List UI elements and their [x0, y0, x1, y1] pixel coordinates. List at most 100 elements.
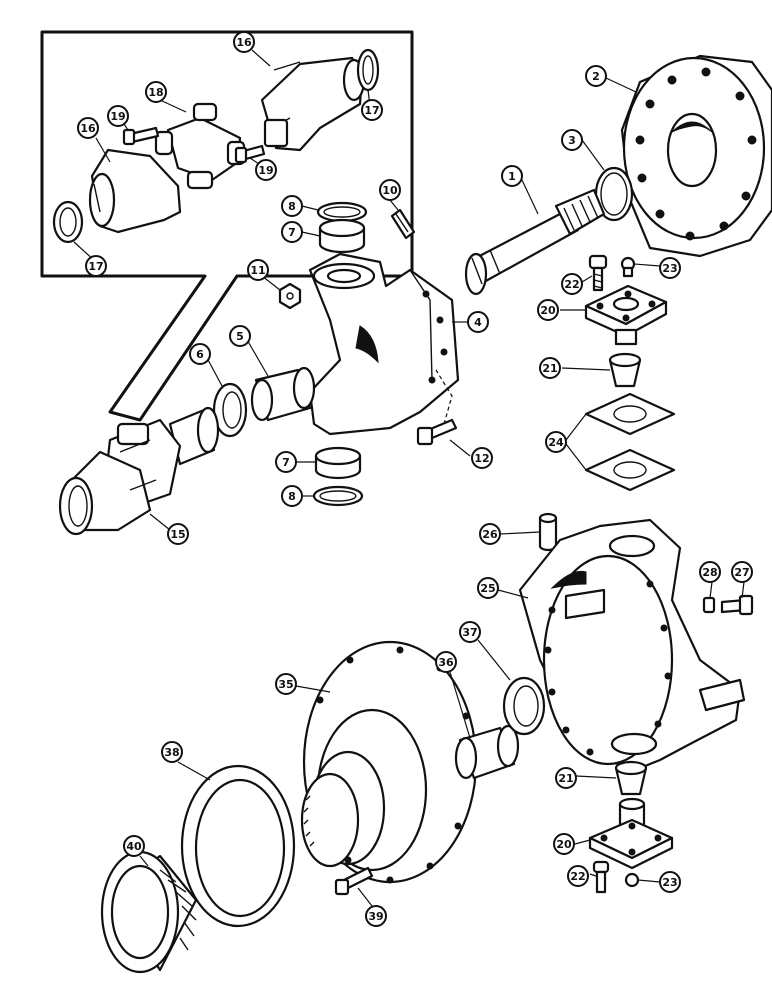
- callout-23-lower: 23: [659, 871, 681, 893]
- callout-1: 1: [501, 165, 523, 187]
- callout-11: 11: [247, 259, 269, 281]
- part-28-pin: [702, 596, 716, 614]
- callout-22-lower: 22: [567, 865, 589, 887]
- svg-text:17: 17: [364, 104, 379, 117]
- callout-10: 10: [379, 179, 401, 201]
- part-17-ring-upper: [356, 48, 380, 92]
- part-23-grease-fitting-upper: [620, 256, 636, 278]
- svg-text:39: 39: [368, 910, 383, 923]
- callout-2: 2: [585, 65, 607, 87]
- part-11-nut: [278, 282, 302, 310]
- part-24-shims: [584, 392, 676, 492]
- callout-15: 15: [167, 523, 189, 545]
- svg-text:35: 35: [278, 678, 293, 691]
- svg-text:40: 40: [126, 840, 142, 853]
- part-22-screw-lower: [592, 860, 610, 894]
- part-20-bearing-cap-lower: [588, 797, 674, 870]
- part-12-bolt: [416, 369, 458, 446]
- callout-19-left: 19: [107, 105, 129, 127]
- part-19-bolt-right: [234, 144, 266, 164]
- callout-21-lower: 21: [555, 767, 577, 789]
- callout-20-lower: 20: [553, 833, 575, 855]
- callout-22-upper: 22: [561, 273, 583, 295]
- svg-text:8: 8: [288, 200, 296, 213]
- callout-3: 3: [561, 129, 583, 151]
- part-5-bushing: [250, 366, 316, 422]
- part-40-tapered-bearing-cone: [100, 850, 198, 974]
- svg-text:36: 36: [438, 656, 454, 669]
- svg-text:8: 8: [288, 490, 296, 503]
- svg-text:4: 4: [474, 316, 482, 329]
- svg-text:22: 22: [564, 278, 579, 291]
- callouts: 1 2 3 4 5 6 7 7 8 8 10 11 12 15 16 16 17…: [77, 31, 753, 927]
- callout-7-lower: 7: [275, 451, 297, 473]
- part-23-grease-fitting-lower: [624, 872, 640, 888]
- callout-19-right: 19: [255, 159, 277, 181]
- callout-20-upper: 20: [537, 299, 559, 321]
- svg-text:19: 19: [258, 164, 273, 177]
- svg-text:18: 18: [148, 86, 163, 99]
- part-26-dowel-pin: [538, 512, 558, 552]
- part-17-ring-lower: [52, 200, 84, 244]
- inset-universal-joint-detail: [40, 30, 414, 422]
- svg-text:5: 5: [236, 330, 244, 343]
- callout-26: 26: [479, 523, 501, 545]
- svg-text:23: 23: [662, 262, 677, 275]
- svg-text:16: 16: [236, 36, 252, 49]
- svg-text:7: 7: [288, 226, 296, 239]
- svg-text:20: 20: [540, 304, 556, 317]
- part-15-universal-joint-assembly: [58, 406, 220, 536]
- callout-5: 5: [229, 325, 251, 347]
- part-21-bearing-cone-upper: [608, 352, 642, 388]
- svg-text:17: 17: [88, 260, 103, 273]
- callout-38: 38: [161, 741, 183, 763]
- callout-18: 18: [145, 81, 167, 103]
- part-35-spindle: [300, 640, 478, 884]
- leader-lines: [73, 49, 745, 907]
- callout-25: 25: [477, 577, 499, 599]
- svg-text:38: 38: [164, 746, 179, 759]
- svg-text:25: 25: [480, 582, 495, 595]
- callout-7-upper: 7: [281, 221, 303, 243]
- part-10-stud: [390, 208, 416, 240]
- callout-36: 36: [435, 651, 457, 673]
- callout-8-lower: 8: [281, 485, 303, 507]
- part-37-seal: [502, 676, 546, 736]
- part-38-bearing-cup: [180, 764, 296, 928]
- part-25-knuckle-housing: [518, 518, 746, 770]
- svg-text:11: 11: [250, 264, 265, 277]
- svg-text:27: 27: [734, 566, 749, 579]
- callout-17-upper: 17: [361, 99, 383, 121]
- callout-6: 6: [189, 343, 211, 365]
- callout-12: 12: [471, 447, 493, 469]
- svg-text:23: 23: [662, 876, 677, 889]
- svg-text:26: 26: [482, 528, 498, 541]
- svg-text:37: 37: [462, 626, 477, 639]
- svg-text:22: 22: [570, 870, 585, 883]
- svg-text:19: 19: [110, 110, 125, 123]
- part-20-bearing-cap-upper: [584, 284, 668, 346]
- svg-text:2: 2: [592, 70, 600, 83]
- svg-text:21: 21: [542, 362, 557, 375]
- svg-text:15: 15: [170, 528, 185, 541]
- part-19-bolt-left: [122, 126, 160, 146]
- svg-text:1: 1: [508, 170, 516, 183]
- part-7-bushing-lower: [314, 446, 362, 480]
- part-6-seal: [212, 382, 248, 438]
- part-39-bolt: [334, 866, 374, 896]
- callout-21-upper: 21: [539, 357, 561, 379]
- callout-39: 39: [365, 905, 387, 927]
- svg-text:21: 21: [558, 772, 573, 785]
- part-4-knuckle-yoke: [308, 252, 460, 436]
- part-21-bearing-cone-lower: [614, 760, 648, 796]
- part-16-yoke-lower: [88, 148, 182, 234]
- part-7-bushing-upper: [318, 218, 366, 254]
- callout-23-upper: 23: [659, 257, 681, 279]
- part-27-bolt: [720, 594, 754, 616]
- callout-4: 4: [467, 311, 489, 333]
- part-1-axle-shaft: [464, 188, 606, 296]
- callout-37: 37: [459, 621, 481, 643]
- part-8-seal-upper: [316, 201, 368, 223]
- svg-text:24: 24: [548, 436, 564, 449]
